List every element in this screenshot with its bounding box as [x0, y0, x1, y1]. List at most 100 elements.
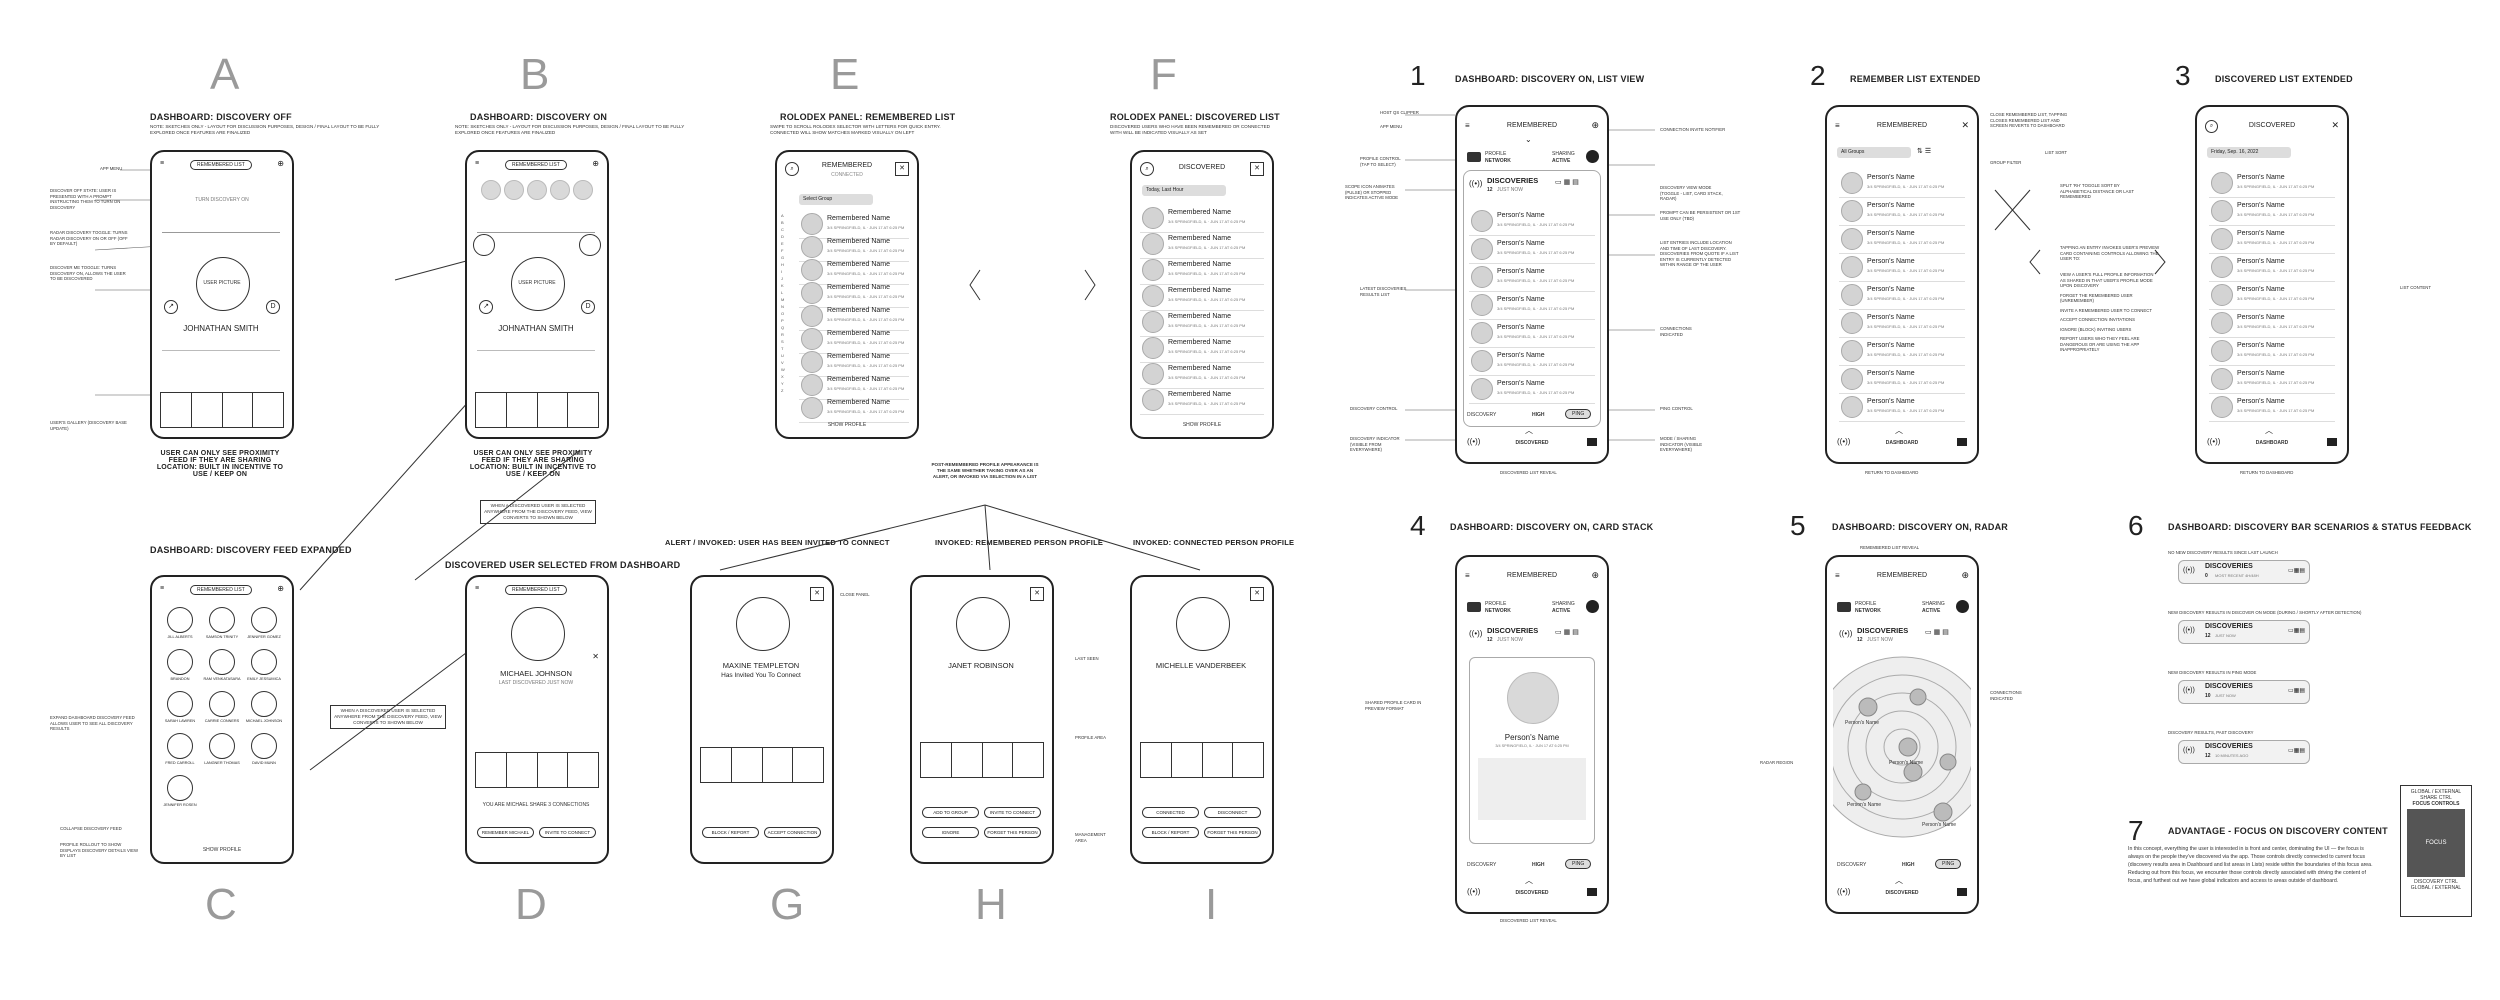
connected-button[interactable]: CONNECTED: [1142, 807, 1199, 818]
close-icon[interactable]: ✕: [895, 162, 909, 176]
connected-picture[interactable]: [1176, 597, 1230, 651]
grid-person[interactable]: RAM VENKATASARA: [202, 649, 242, 689]
grid-person[interactable]: CARRIE CONNERS: [202, 691, 242, 731]
menu-icon[interactable]: ≡: [475, 160, 480, 167]
block-report-button[interactable]: BLOCK / REPORT: [702, 827, 759, 838]
inviter-picture[interactable]: [736, 597, 790, 651]
grid-person[interactable]: JENNIFER ROSEN: [160, 775, 200, 815]
profile-icon[interactable]: [1467, 152, 1481, 162]
profile-icon[interactable]: [1467, 602, 1481, 612]
discovery-control-label[interactable]: DISCOVERY: [1467, 412, 1497, 418]
chevron-up-icon[interactable]: ︿: [1895, 426, 1903, 435]
remembered-list-pill[interactable]: REMEMBERED LIST: [190, 160, 252, 170]
ping-button[interactable]: PING: [1565, 409, 1592, 419]
menu-icon[interactable]: ≡: [1465, 121, 1470, 130]
add-to-group-button[interactable]: ADD TO GROUP: [922, 807, 979, 818]
menu-icon[interactable]: ≡: [1835, 571, 1840, 580]
grid-person[interactable]: SARAH LAWREN: [160, 691, 200, 731]
close-icon[interactable]: ✕: [1030, 587, 1044, 601]
invite-icon[interactable]: ⊕: [1961, 570, 1969, 580]
accept-button[interactable]: ACCEPT CONNECTION: [764, 827, 821, 838]
close-icon[interactable]: ✕: [1250, 587, 1264, 601]
footer-label[interactable]: DASHBOARD: [2255, 440, 2289, 446]
close-icon[interactable]: ✕: [1250, 162, 1264, 176]
radar-toggle-icon[interactable]: ↗: [164, 300, 178, 314]
grid-person[interactable]: SAMSON TRINITY: [202, 607, 242, 647]
remembered-list-pill[interactable]: REMEMBERED LIST: [190, 585, 252, 595]
view-mode-icons[interactable]: ▭▦▤: [1555, 179, 1581, 186]
sharing-toggle-icon[interactable]: [1586, 150, 1599, 163]
ignore-button[interactable]: IGNORE: [922, 827, 979, 838]
footer-label[interactable]: DASHBOARD: [1885, 440, 1919, 446]
remembered-picture[interactable]: [956, 597, 1010, 651]
disconnect-button[interactable]: DISCONNECT: [1204, 807, 1261, 818]
user-picture[interactable]: [196, 257, 250, 311]
invite-icon[interactable]: ⊕: [277, 584, 284, 593]
discover-toggle-icon[interactable]: D: [581, 300, 595, 314]
group-select[interactable]: Select Group: [799, 194, 873, 205]
profile-icon[interactable]: [1837, 602, 1851, 612]
remembered-list-pill[interactable]: REMEMBERED LIST: [505, 585, 567, 595]
ping-button[interactable]: PING: [1935, 859, 1962, 869]
show-profile-label[interactable]: SHOW PROFILE: [827, 422, 867, 428]
view-mode-icons[interactable]: ▭▦▤: [1555, 629, 1581, 636]
close-icon[interactable]: ✕: [1961, 120, 1969, 130]
chevron-up-icon[interactable]: ︿: [1895, 876, 1903, 885]
chevron-up-icon[interactable]: ︿: [1525, 876, 1533, 885]
discovery-feed-avatars[interactable]: [481, 180, 593, 200]
footer-label[interactable]: DISCOVERED: [1515, 440, 1549, 446]
sort-icons[interactable]: ⇅☰: [1917, 148, 1934, 155]
radar-person-3[interactable]: Person's Name: [1847, 802, 1882, 808]
ping-button[interactable]: PING: [1565, 859, 1592, 869]
close-icon[interactable]: ✕: [810, 587, 824, 601]
invite-icon[interactable]: ⊕: [592, 159, 599, 168]
high-label[interactable]: HIGH: [1532, 412, 1545, 418]
chevron-down-icon[interactable]: ⌄: [1525, 135, 1532, 144]
search-icon[interactable]: ⌕: [785, 162, 799, 176]
invite-icon[interactable]: ⊕: [277, 159, 284, 168]
footer-label[interactable]: DISCOVERED: [1515, 890, 1549, 896]
time-filter[interactable]: Today, Last Hour: [1142, 185, 1226, 196]
close-icon[interactable]: ✕: [2331, 120, 2339, 130]
close-details-icon[interactable]: ✕: [592, 652, 599, 661]
menu-icon[interactable]: ≡: [1835, 121, 1840, 130]
menu-icon[interactable]: ≡: [160, 585, 165, 592]
radar-toggle-icon[interactable]: ↗: [479, 300, 493, 314]
forget-button[interactable]: FORGET THIS PERSON: [1204, 827, 1261, 838]
footer-label[interactable]: DISCOVERED: [1885, 890, 1919, 896]
